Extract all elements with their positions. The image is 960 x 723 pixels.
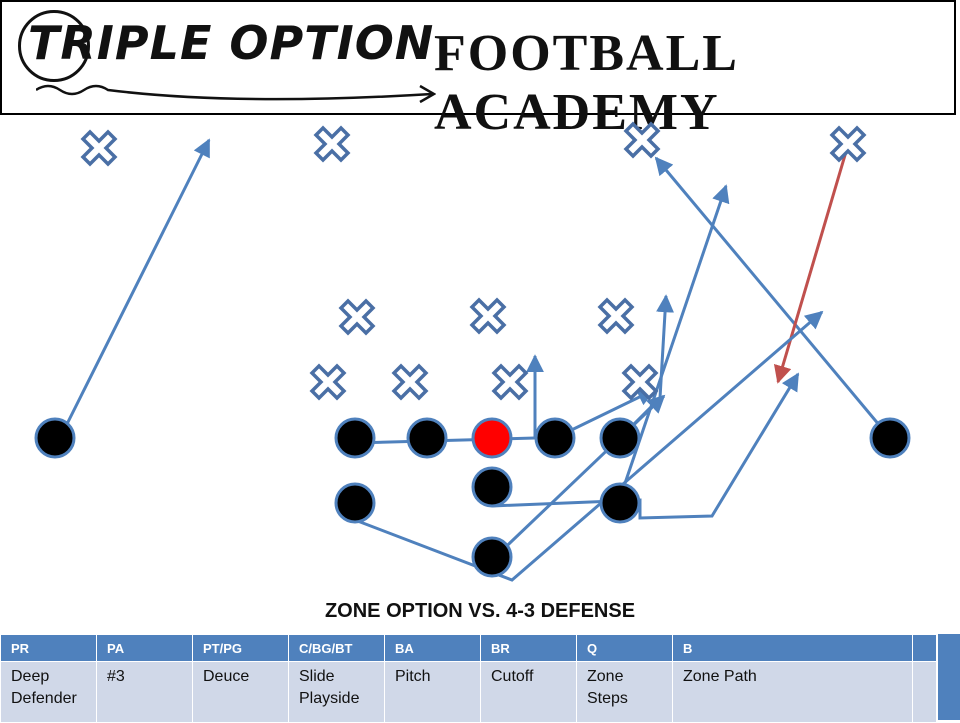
assignment-value-row: Deep Defender #3 Deuce Slide Playside Pi… bbox=[0, 661, 937, 723]
value-pt-pg: Deuce bbox=[192, 661, 289, 723]
header-q: Q bbox=[576, 634, 673, 662]
x-marker-icon bbox=[830, 126, 866, 162]
x-marker-icon bbox=[392, 364, 428, 400]
header-blank bbox=[912, 634, 937, 662]
value-blank bbox=[912, 661, 937, 723]
x-marker-icon bbox=[622, 364, 658, 400]
brand-left-logo: TRIPLE OPTION bbox=[17, 10, 435, 82]
x-marker-icon bbox=[339, 299, 375, 335]
assignment-table: PR PA PT/PG C/BG/BT BA BR Q B Deep Defen… bbox=[0, 634, 937, 723]
value-q: Zone Steps bbox=[576, 661, 673, 723]
x-marker-icon bbox=[314, 126, 350, 162]
value-br: Cutoff bbox=[480, 661, 577, 723]
player-circle-icon bbox=[471, 536, 513, 578]
center-circle-icon bbox=[471, 417, 513, 459]
player-circle-icon bbox=[406, 417, 448, 459]
route-back-wide bbox=[354, 310, 824, 582]
route-left-receiver bbox=[58, 138, 211, 439]
assignment-header-row: PR PA PT/PG C/BG/BT BA BR Q B bbox=[0, 634, 937, 662]
route-defender-pursuit bbox=[773, 144, 850, 384]
defense bbox=[81, 122, 866, 400]
x-marker-icon bbox=[310, 364, 346, 400]
route-back-inside bbox=[490, 394, 666, 562]
player-circle-icon bbox=[599, 482, 641, 524]
player-circle-icon bbox=[534, 417, 576, 459]
route-tackle-long bbox=[618, 184, 730, 499]
x-marker-icon bbox=[492, 364, 528, 400]
x-marker-icon bbox=[624, 122, 660, 158]
value-pr: Deep Defender bbox=[0, 661, 97, 723]
value-pa: #3 bbox=[96, 661, 193, 723]
player-circle-icon bbox=[599, 417, 641, 459]
play-title: ZONE OPTION VS. 4-3 DEFENSE bbox=[324, 600, 636, 622]
header-pa: PA bbox=[96, 634, 193, 662]
route-right-receiver bbox=[654, 156, 892, 439]
offense bbox=[34, 417, 911, 578]
header-c-bg-bt: C/BG/BT bbox=[288, 634, 385, 662]
routes bbox=[58, 138, 892, 582]
header-ba: BA bbox=[384, 634, 481, 662]
player-circle-icon bbox=[471, 466, 513, 508]
header-br: BR bbox=[480, 634, 577, 662]
table-edge-bar bbox=[938, 634, 960, 720]
x-marker-icon bbox=[598, 298, 634, 334]
route-qb-pitch bbox=[491, 372, 800, 520]
player-circle-icon bbox=[334, 482, 376, 524]
player-circle-icon bbox=[334, 417, 376, 459]
x-marker-icon bbox=[81, 130, 117, 166]
swoosh-icon bbox=[36, 84, 436, 104]
player-circle-icon bbox=[34, 417, 76, 459]
value-c-bg-bt: Slide Playside bbox=[288, 661, 385, 723]
header-pr: PR bbox=[0, 634, 97, 662]
brand-right-text: FOOTBALL ACADEMY bbox=[434, 25, 737, 141]
value-ba: Pitch bbox=[384, 661, 481, 723]
academy-banner: TRIPLE OPTION FOOTBALL ACADEMY bbox=[0, 0, 956, 141]
x-marker-icon bbox=[470, 298, 506, 334]
value-b: Zone Path bbox=[672, 661, 913, 723]
header-pt-pg: PT/PG bbox=[192, 634, 289, 662]
header-b: B bbox=[672, 634, 913, 662]
player-circle-icon bbox=[869, 417, 911, 459]
play-diagram bbox=[34, 122, 911, 582]
